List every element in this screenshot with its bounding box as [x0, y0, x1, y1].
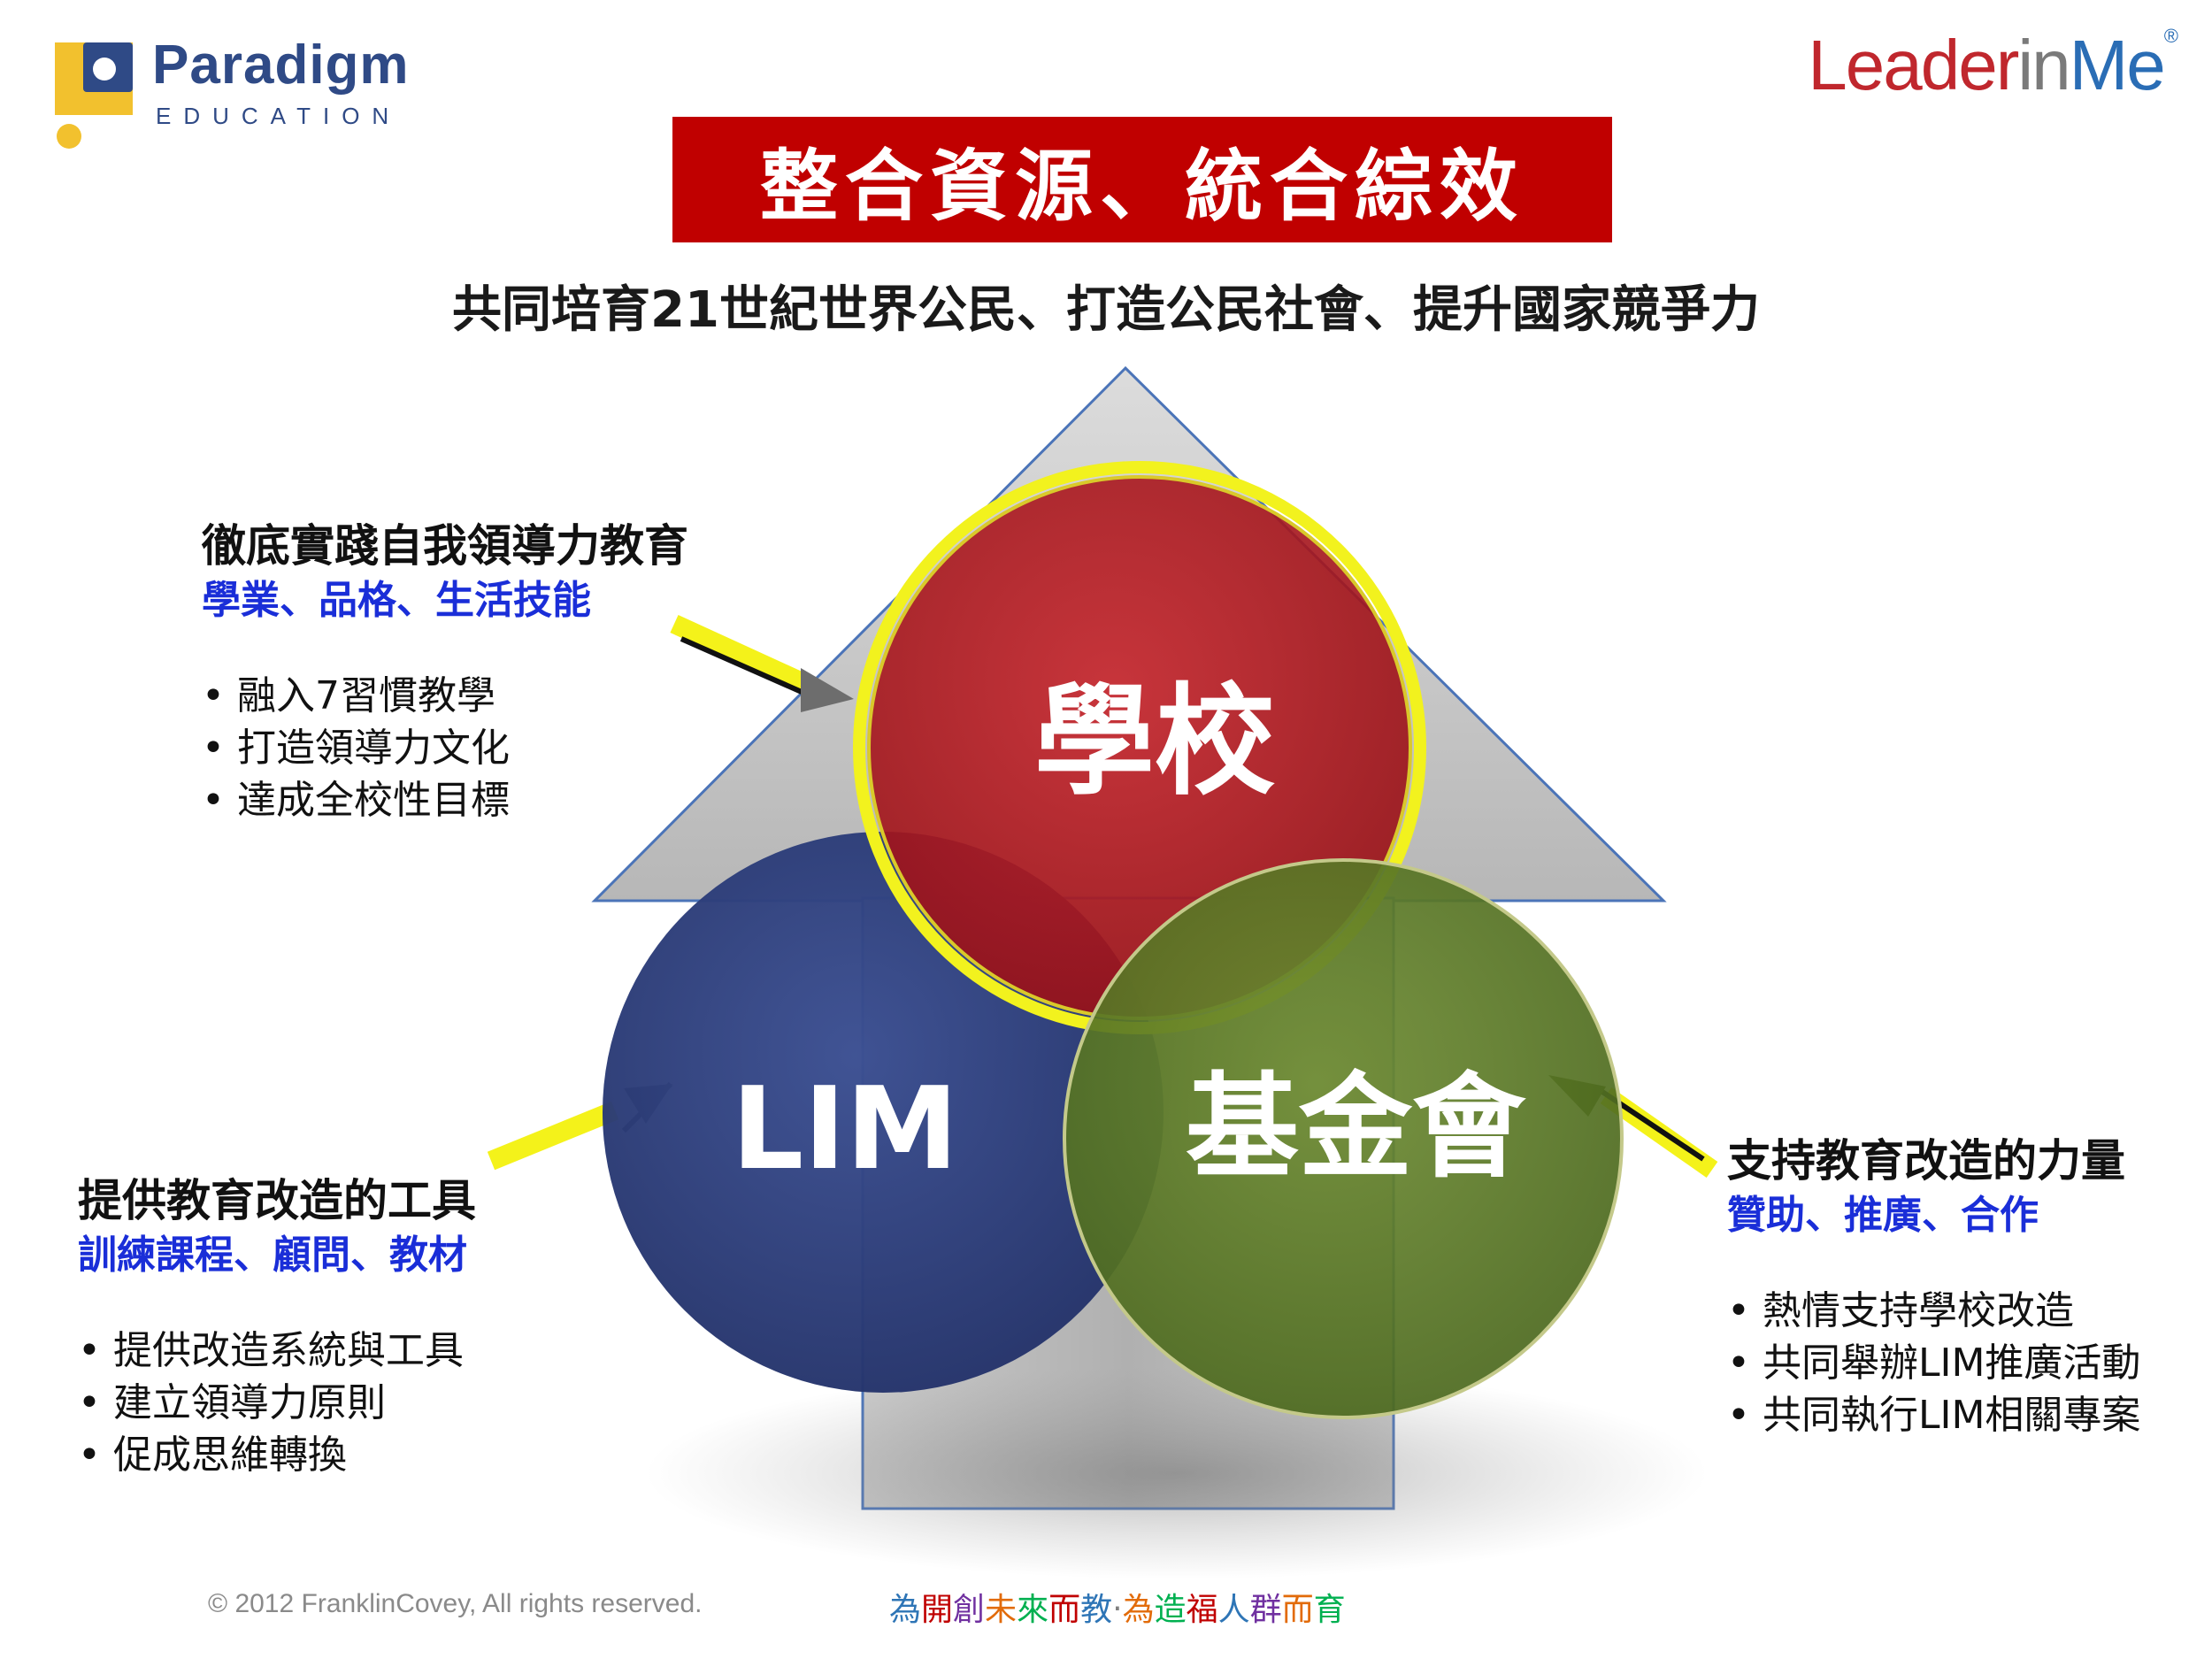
page-title: 整合資源、統合綜效: [759, 140, 1525, 232]
list-item: 提供改造系統與工具: [78, 1325, 476, 1377]
lim-circle-label: LIM: [732, 1064, 959, 1195]
lim-description: 提供教育改造的工具 訓練課程、顧問、教材 提供改造系統與工具 建立領導力原則 促…: [78, 1172, 476, 1481]
list-item: 融入7習慣教學: [202, 670, 688, 722]
slogan-char: 未: [985, 1592, 1018, 1628]
slogan-char: 來: [1017, 1592, 1049, 1628]
school-circle-label: 學校: [1034, 672, 1275, 812]
pointer-arrow-school: [670, 614, 854, 712]
foundation-circle-label: 基金會: [1186, 1062, 1526, 1194]
list-item: 建立領導力原則: [78, 1377, 476, 1429]
paradigm-logo-text: Paradigm: [152, 35, 410, 96]
slogan-char: 而: [1281, 1592, 1314, 1628]
paradigm-logo-mark-icon: [55, 42, 133, 149]
school-subheading: 學業、品格、生活技能: [202, 578, 591, 623]
slogan-char: 人: [1217, 1592, 1250, 1628]
foundation-circle: [1063, 858, 1624, 1419]
slogan-char: 福: [1186, 1592, 1218, 1628]
slogan-char: 群: [1249, 1592, 1282, 1628]
leader-logo-part1: Leader: [1808, 26, 2019, 104]
slogan: 為開創未來而教‧為造福人群而育: [889, 1584, 1346, 1630]
list-item: 共同執行LIM相關專案: [1727, 1389, 2140, 1441]
circle-shadow: [646, 1367, 1708, 1579]
slogan-char: 開: [921, 1592, 954, 1628]
leader-logo-part2: in: [2017, 26, 2070, 104]
title-banner: 整合資源、統合綜效: [672, 117, 1612, 242]
slogan-char: 造: [1154, 1592, 1187, 1628]
slogan-char: 而: [1048, 1592, 1081, 1628]
slogan-char: 創: [953, 1592, 986, 1628]
school-description: 徹底實踐自我領導力教育 學業、品格、生活技能 融入7習慣教學 打造領導力文化 達…: [202, 518, 688, 826]
lim-heading: 提供教育改造的工具: [78, 1175, 476, 1226]
lim-list: 提供改造系統與工具 建立領導力原則 促成思維轉換: [78, 1325, 476, 1481]
foundation-description: 支持教育改造的力量 贊助、推廣、合作 熱情支持學校改造 共同舉辦LIM推廣活動 …: [1727, 1133, 2140, 1441]
slogan-char: 為: [1122, 1592, 1155, 1628]
slogan-char: 教: [1080, 1592, 1113, 1628]
list-item: 達成全校性目標: [202, 774, 688, 826]
list-item: 打造領導力文化: [202, 722, 688, 774]
lim-subheading: 訓練課程、顧問、教材: [78, 1233, 467, 1278]
school-list: 融入7習慣教學 打造領導力文化 達成全校性目標: [202, 670, 688, 826]
leader-logo-registered: ®: [2163, 25, 2178, 47]
leader-in-me-logo: LeaderinMe®: [1808, 25, 2178, 106]
paradigm-logo: Paradigm EDUCATION: [53, 34, 460, 153]
foundation-list: 熱情支持學校改造 共同舉辦LIM推廣活動 共同執行LIM相關專案: [1727, 1285, 2140, 1441]
list-item: 促成思維轉換: [78, 1429, 476, 1481]
slogan-char: 為: [889, 1592, 922, 1628]
foundation-subheading: 贊助、推廣、合作: [1727, 1193, 2039, 1238]
slogan-char: ‧: [1112, 1592, 1123, 1628]
foundation-heading: 支持教育改造的力量: [1727, 1135, 2125, 1187]
slogan-char: 育: [1313, 1592, 1346, 1628]
leader-logo-part3: Me: [2069, 26, 2166, 104]
school-heading: 徹底實踐自我領導力教育: [202, 520, 688, 572]
list-item: 共同舉辦LIM推廣活動: [1727, 1337, 2140, 1389]
copyright-text: © 2012 FranklinCovey, All rights reserve…: [208, 1589, 703, 1618]
list-item: 熱情支持學校改造: [1727, 1285, 2140, 1337]
page-subtitle: 共同培育21世紀世界公民、打造公民社會、提升國家競爭力: [452, 281, 1760, 339]
paradigm-logo-tagline: EDUCATION: [156, 103, 402, 129]
